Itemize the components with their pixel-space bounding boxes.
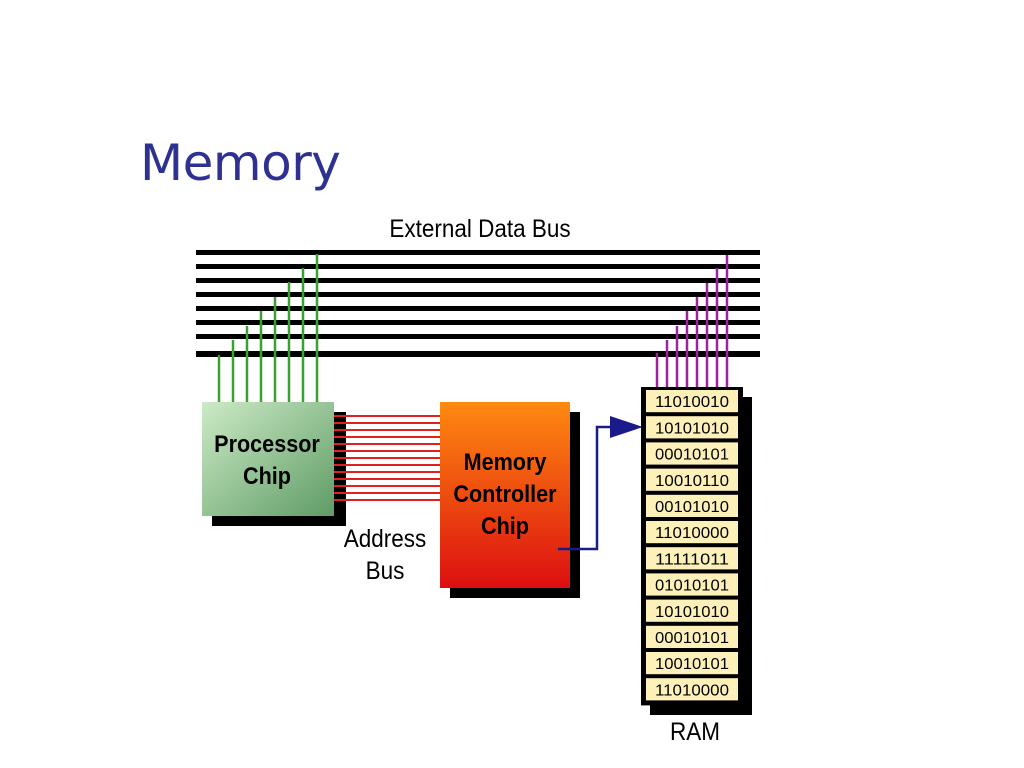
ram-cell-value: 00010101 <box>655 447 729 464</box>
controller-to-ram-arrow <box>558 416 643 551</box>
ram-cell-value: 11010010 <box>655 394 729 411</box>
memory-controller-chip <box>440 402 580 598</box>
ram-cell <box>646 599 738 622</box>
processor-bus-lines <box>217 254 319 405</box>
ram-cell-value: 00010101 <box>655 630 729 647</box>
ram-cell-value: 10010101 <box>655 656 729 673</box>
ram-cell-value: 11010000 <box>655 682 729 699</box>
address-bus-label: Address Bus <box>336 523 435 587</box>
address-bus-label-line1: Address <box>343 525 427 553</box>
ram-cell <box>646 390 738 413</box>
processor-chip <box>202 402 346 526</box>
processor-chip-label-line1: Processor <box>214 431 320 458</box>
ram-cell <box>646 573 738 596</box>
ram-cell <box>646 625 738 648</box>
memory-controller-label-line2: Controller <box>453 481 557 508</box>
ram-cell-value: 11111011 <box>655 551 729 568</box>
processor-chip-label: Processor Chip <box>207 429 328 493</box>
ram-cell <box>646 494 738 517</box>
memory-controller-chip-label: Memory Controller Chip <box>447 447 564 543</box>
ram-cell <box>646 521 738 544</box>
ram-cell <box>646 416 738 439</box>
ram-label: RAM <box>669 718 721 746</box>
ram: 11010010 10101010 00010101 10010110 00101010… <box>641 387 743 706</box>
ram-cell-value: 10101010 <box>655 420 729 437</box>
memory-controller-label-line3: Chip <box>480 513 529 540</box>
ram-cell-value: 10101010 <box>655 604 729 621</box>
slide-title: Memory <box>140 134 341 192</box>
ram-cell <box>646 652 738 675</box>
address-bus <box>334 415 444 501</box>
ram-cell <box>646 442 738 465</box>
ram-cell-value: 01010101 <box>655 578 729 595</box>
processor-chip-label-line2: Chip <box>242 463 291 490</box>
ram-cell-value: 11010000 <box>655 525 729 542</box>
external-data-bus <box>196 250 760 357</box>
address-bus-label-line2: Bus <box>365 557 405 585</box>
ram-cell-value: 00101010 <box>655 499 729 516</box>
ram-cell <box>646 468 738 491</box>
ram-bus-lines <box>655 255 729 388</box>
memory-controller-label-line1: Memory <box>463 449 547 476</box>
ram-cell <box>646 547 738 570</box>
ram-cell-value: 10010110 <box>655 473 729 490</box>
ram-cell <box>646 678 738 701</box>
external-data-bus-label: External Data Bus <box>389 215 571 243</box>
